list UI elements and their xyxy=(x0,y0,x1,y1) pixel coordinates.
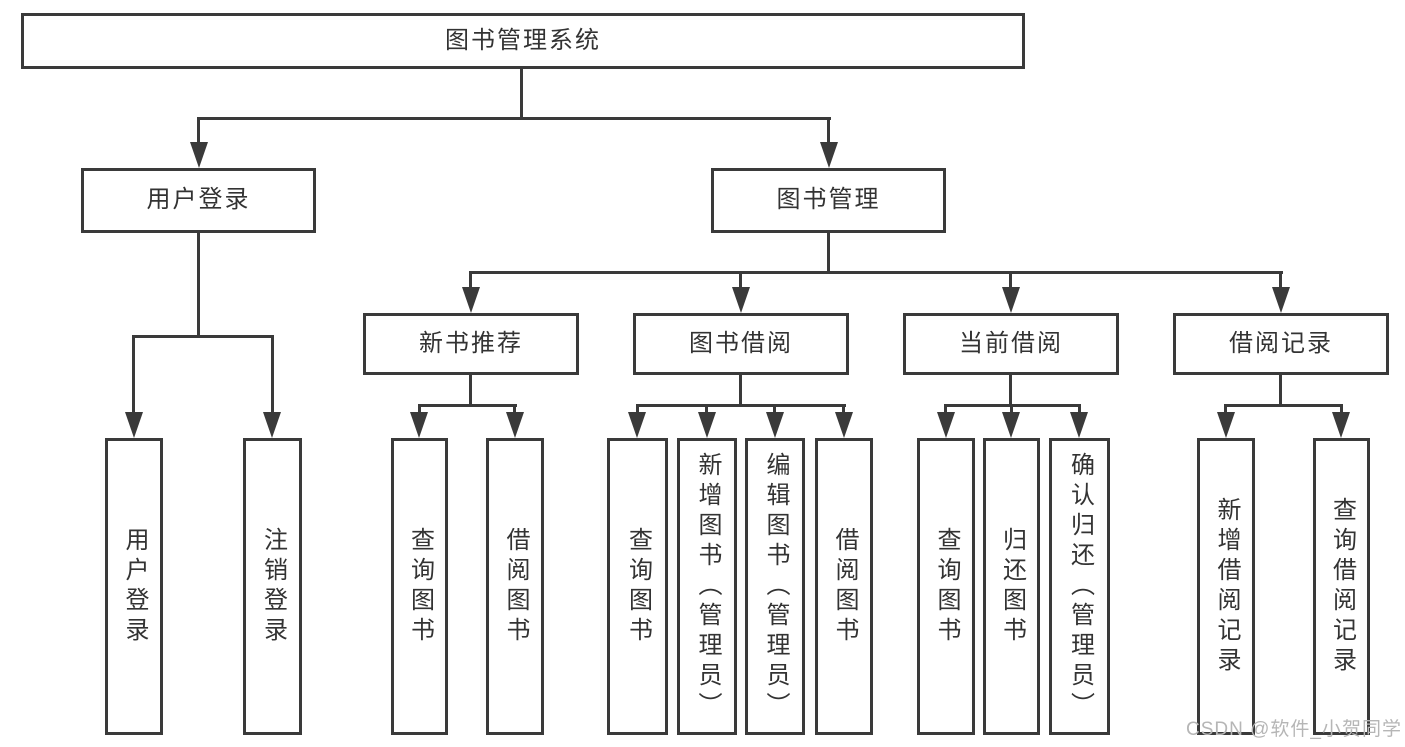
connector-h xyxy=(1224,404,1343,407)
arrow-down-icon xyxy=(1332,412,1350,438)
leaf-borrow-edit-books-admin: 编辑图书（管理员） xyxy=(745,438,805,735)
connector-v xyxy=(773,404,776,414)
node-label: 归还图书 xyxy=(998,526,1026,647)
leaf-newrec-borrow-books: 借阅图书 xyxy=(486,438,544,735)
leaf-current-confirm-return-admin: 确认归还（管理员） xyxy=(1049,438,1110,735)
node-label: 借阅图书 xyxy=(831,526,858,647)
node-label: 借阅图书 xyxy=(502,526,529,647)
connector-h xyxy=(197,117,831,120)
arrow-down-icon xyxy=(190,142,208,168)
connector-v xyxy=(1010,404,1013,414)
leaf-record-add-borrow-record: 新增借阅记录 xyxy=(1197,438,1255,735)
connector-v xyxy=(739,375,742,407)
node-label: 新书推荐 xyxy=(419,329,523,357)
arrow-down-icon xyxy=(506,412,524,438)
node-label: 确认归还（管理员） xyxy=(1066,451,1094,722)
connector-v xyxy=(418,404,421,414)
connector-v xyxy=(1279,375,1282,407)
arrow-down-icon xyxy=(1002,287,1020,313)
arrow-down-icon xyxy=(263,412,281,438)
connector-v xyxy=(827,117,830,144)
arrow-down-icon xyxy=(835,412,853,438)
connector-v xyxy=(271,335,274,413)
connector-v xyxy=(197,233,200,337)
arrow-down-icon xyxy=(732,287,750,313)
node-label: 图书借阅 xyxy=(689,329,793,357)
leaf-user-login: 用户登录 xyxy=(105,438,163,735)
connector-v xyxy=(944,404,947,414)
arrow-down-icon xyxy=(937,412,955,438)
connector-v xyxy=(1279,271,1282,291)
connector-v xyxy=(469,375,472,407)
leaf-record-query-borrow-record: 查询借阅记录 xyxy=(1313,438,1370,735)
connector-v xyxy=(1009,271,1012,291)
connector-v xyxy=(1078,404,1081,414)
leaf-borrow-query-books: 查询图书 xyxy=(607,438,668,735)
arrow-down-icon xyxy=(766,412,784,438)
node-label: 新增图书（管理员） xyxy=(694,451,721,722)
arrow-down-icon xyxy=(1002,412,1020,438)
node-new-book-recommend: 新书推荐 xyxy=(363,313,579,375)
connector-v xyxy=(513,404,516,414)
connector-h xyxy=(469,271,1283,274)
node-current-borrow: 当前借阅 xyxy=(903,313,1119,375)
connector-v xyxy=(705,404,708,414)
node-label: 注销登录 xyxy=(259,526,287,647)
arrow-down-icon xyxy=(820,142,838,168)
node-label: 借阅记录 xyxy=(1229,329,1333,357)
leaf-borrow-add-books-admin: 新增图书（管理员） xyxy=(677,438,737,735)
node-label: 当前借阅 xyxy=(959,329,1063,357)
arrow-down-icon xyxy=(125,412,143,438)
connector-v xyxy=(739,271,742,291)
node-borrow-record: 借阅记录 xyxy=(1173,313,1389,375)
connector-v xyxy=(1340,404,1343,414)
node-label: 编辑图书（管理员） xyxy=(762,451,789,722)
connector-h xyxy=(636,404,846,407)
node-label: 用户登录 xyxy=(121,526,148,647)
leaf-borrow-borrow-books: 借阅图书 xyxy=(815,438,873,735)
leaf-current-query-books: 查询图书 xyxy=(917,438,975,735)
leaf-logout-login: 注销登录 xyxy=(243,438,302,735)
node-label: 新增借阅记录 xyxy=(1213,496,1240,677)
watermark: CSDN @软件_小贺同学 xyxy=(1186,719,1402,740)
arrow-down-icon xyxy=(1272,287,1290,313)
node-user-login: 用户登录 xyxy=(81,168,316,233)
connector-v xyxy=(827,233,830,273)
node-label: 查询图书 xyxy=(624,526,652,647)
arrow-down-icon xyxy=(1217,412,1235,438)
arrow-down-icon xyxy=(410,412,428,438)
connector-h xyxy=(418,404,517,407)
node-label: 查询借阅记录 xyxy=(1328,496,1356,677)
node-root: 图书管理系统 xyxy=(21,13,1025,69)
node-label: 图书管理 xyxy=(776,186,881,214)
node-label: 查询图书 xyxy=(406,526,434,647)
leaf-newrec-query-books: 查询图书 xyxy=(391,438,448,735)
arrow-down-icon xyxy=(628,412,646,438)
connector-v xyxy=(520,69,523,119)
arrow-down-icon xyxy=(698,412,716,438)
connector-v xyxy=(842,404,845,414)
connector-v xyxy=(636,404,639,414)
arrow-down-icon xyxy=(462,287,480,313)
node-book-borrow: 图书借阅 xyxy=(633,313,849,375)
connector-v xyxy=(1224,404,1227,414)
connector-v xyxy=(469,271,472,291)
leaf-current-return-books: 归还图书 xyxy=(983,438,1040,735)
connector-v xyxy=(197,117,200,144)
node-book-management: 图书管理 xyxy=(711,168,946,233)
node-label: 查询图书 xyxy=(933,526,960,647)
node-root-label: 图书管理系统 xyxy=(445,26,601,54)
arrow-down-icon xyxy=(1070,412,1088,438)
node-label: 用户登录 xyxy=(146,186,251,214)
connector-h xyxy=(132,335,274,338)
connector-v xyxy=(132,335,135,413)
connector-v xyxy=(1009,375,1012,407)
